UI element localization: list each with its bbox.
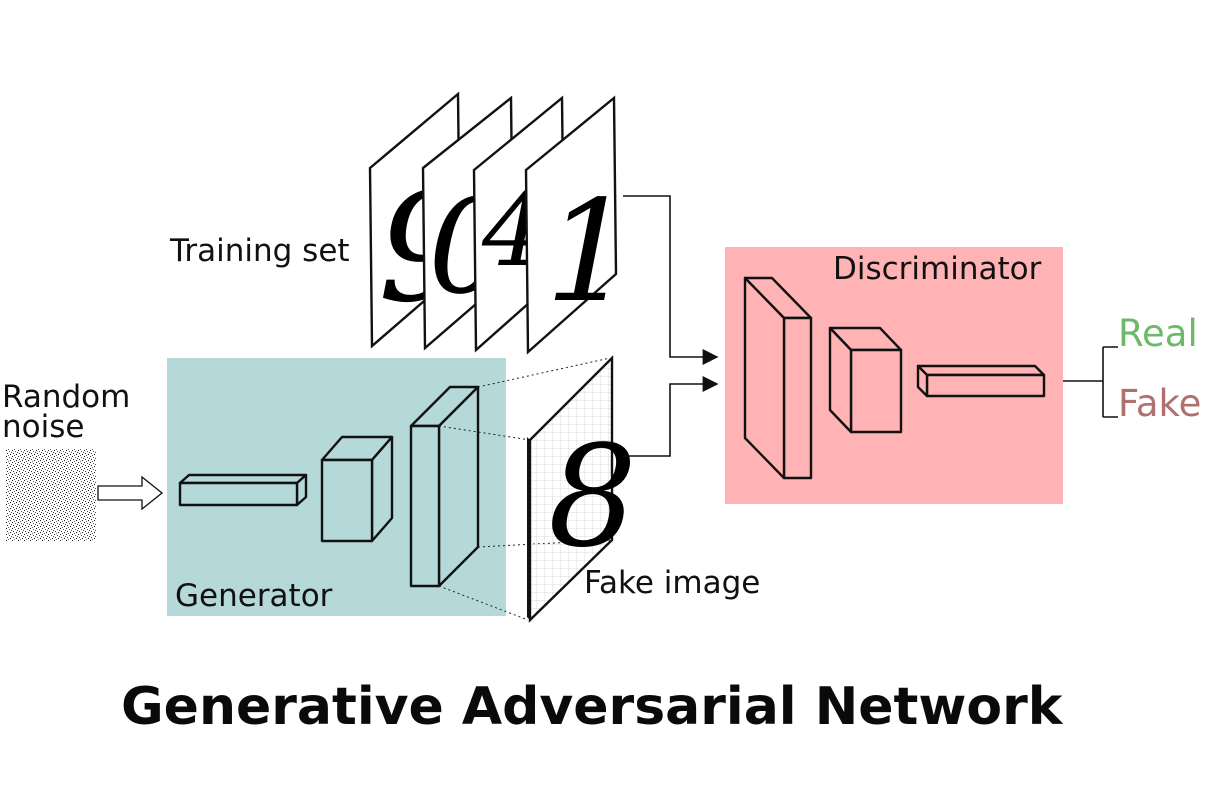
fake-image-label: Fake image bbox=[584, 565, 760, 601]
random-noise-label-line2: noise bbox=[2, 409, 84, 445]
training-card-4: 1 bbox=[524, 95, 634, 355]
discriminator-layer-3 bbox=[916, 364, 1046, 398]
output-real-label: Real bbox=[1118, 312, 1198, 355]
generator-layer-2 bbox=[320, 435, 394, 543]
generator-layer-1 bbox=[178, 473, 308, 507]
fake-to-discriminator-wire bbox=[623, 376, 719, 457]
training-set-cards: 9 0 4 1 bbox=[368, 91, 634, 355]
fake-image: 8 bbox=[527, 355, 637, 623]
output-bracket bbox=[1063, 346, 1118, 418]
noise-to-generator-arrow bbox=[97, 475, 164, 511]
discriminator-layer-2 bbox=[828, 326, 903, 434]
random-noise-label-line1: Random bbox=[2, 379, 130, 415]
generator-layer-3 bbox=[409, 385, 480, 588]
discriminator-label: Discriminator bbox=[833, 251, 1042, 287]
training-digit-4: 1 bbox=[545, 171, 634, 334]
fake-image-digit: 8 bbox=[548, 416, 637, 579]
random-noise-image bbox=[6, 449, 96, 541]
discriminator-layer-1 bbox=[743, 276, 813, 480]
output-fake-label: Fake bbox=[1118, 382, 1201, 425]
training-set-label: Training set bbox=[169, 233, 350, 269]
generator-label: Generator bbox=[175, 578, 333, 614]
diagram-title: Generative Adversarial Network bbox=[121, 677, 1064, 737]
training-to-discriminator-wire bbox=[623, 195, 719, 365]
